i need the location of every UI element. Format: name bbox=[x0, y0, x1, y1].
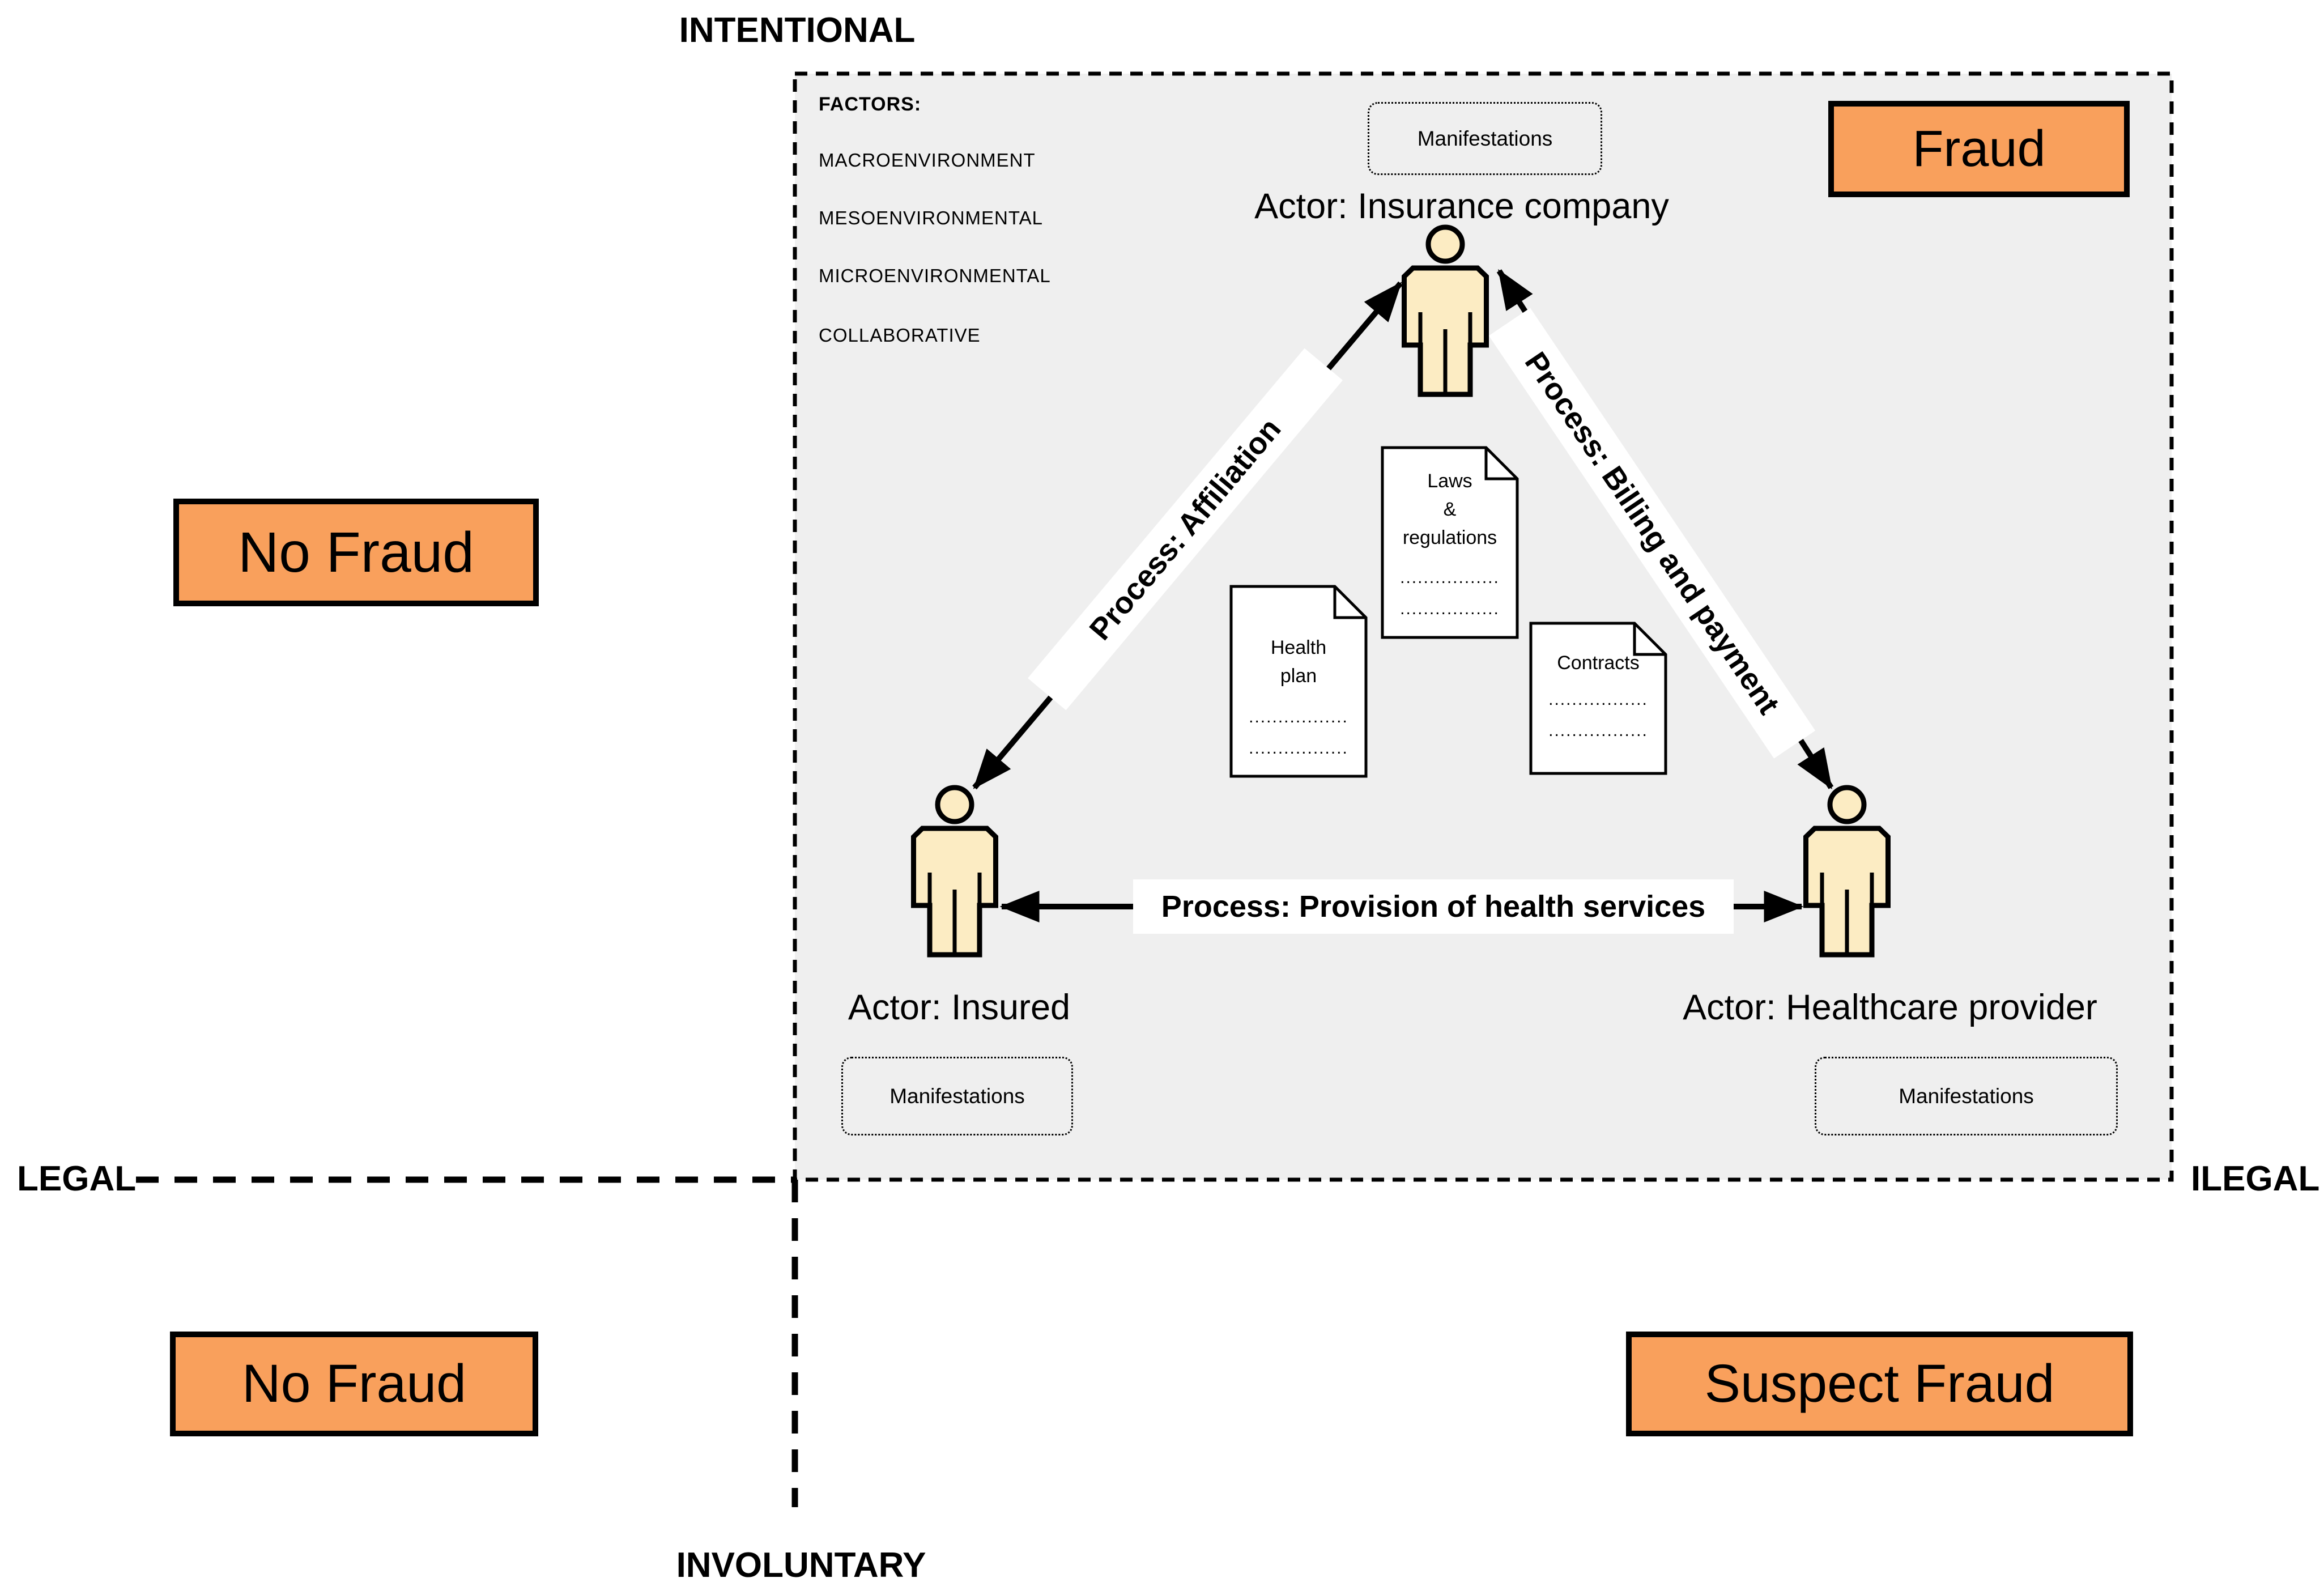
document-laws-icon bbox=[1381, 446, 1519, 639]
factor-item-microenvironmental: MICROENVIRONMENTAL bbox=[819, 265, 1051, 286]
document-contracts-text: Contracts ................. ............… bbox=[1531, 649, 1666, 746]
quadrant-label: Fraud bbox=[1912, 120, 2046, 177]
axis-label-legal: LEGAL bbox=[17, 1159, 137, 1198]
manifestations-box-insurance: Manifestations bbox=[1368, 102, 1602, 175]
actor-label-insured: Actor: Insured bbox=[848, 988, 1071, 1027]
manifestations-box-insured: Manifestations bbox=[841, 1057, 1073, 1135]
factors-title: FACTORS: bbox=[819, 93, 922, 115]
actor-label-insurance-company: Actor: Insurance company bbox=[1254, 186, 1669, 226]
document-title-line: Health bbox=[1270, 637, 1327, 658]
factor-item-mesoenvironmental: MESOENVIRONMENTAL bbox=[819, 207, 1043, 228]
document-contracts-icon bbox=[1529, 622, 1667, 775]
manifestations-box-provider: Manifestations bbox=[1815, 1057, 2118, 1135]
quadrant-box-fraud: Fraud bbox=[1828, 101, 2130, 197]
document-dotted-line: ................. bbox=[1249, 739, 1348, 758]
document-dotted-line: ................. bbox=[1400, 599, 1500, 618]
manifestations-label: Manifestations bbox=[1899, 1084, 2034, 1108]
document-dotted-line: ................. bbox=[1400, 568, 1500, 587]
factor-item-collaborative: COLLABORATIVE bbox=[819, 325, 981, 346]
quadrant-box-no-fraud-top-left: No Fraud bbox=[173, 499, 539, 606]
document-dotted-line: ................. bbox=[1548, 721, 1648, 740]
quadrant-box-no-fraud-bottom-left: No Fraud bbox=[170, 1332, 538, 1436]
axis-label-involuntary: INVOLUNTARY bbox=[676, 1546, 926, 1585]
document-title-line: regulations bbox=[1402, 527, 1497, 548]
document-title-line: Contracts bbox=[1557, 652, 1640, 674]
document-title-line: & bbox=[1443, 499, 1457, 520]
document-dotted-line: ................. bbox=[1548, 690, 1648, 709]
quadrant-label: Suspect Fraud bbox=[1704, 1354, 2055, 1414]
factor-item-macroenvironment: MACROENVIRONMENT bbox=[819, 150, 1036, 171]
quadrant-label: No Fraud bbox=[238, 520, 474, 584]
document-health-plan-text: Health plan ................. ..........… bbox=[1231, 633, 1366, 764]
axis-label-intentional: INTENTIONAL bbox=[679, 11, 916, 50]
quadrant-label: No Fraud bbox=[241, 1354, 466, 1414]
manifestations-label: Manifestations bbox=[1417, 126, 1553, 150]
document-health-plan-icon bbox=[1229, 585, 1368, 778]
manifestations-label: Manifestations bbox=[889, 1084, 1025, 1108]
document-title-line: plan bbox=[1280, 665, 1317, 687]
quadrant-box-suspect-fraud: Suspect Fraud bbox=[1626, 1332, 2133, 1436]
actor-label-healthcare-provider: Actor: Healthcare provider bbox=[1683, 988, 2097, 1027]
document-title-line: Laws bbox=[1427, 470, 1472, 492]
document-laws-text: Laws & regulations ................. ...… bbox=[1382, 467, 1517, 624]
document-dotted-line: ................. bbox=[1249, 708, 1348, 726]
axis-label-ilegal: ILEGAL bbox=[2191, 1159, 2320, 1198]
process-label-provision-services: Process: Provision of health services bbox=[1133, 879, 1734, 934]
